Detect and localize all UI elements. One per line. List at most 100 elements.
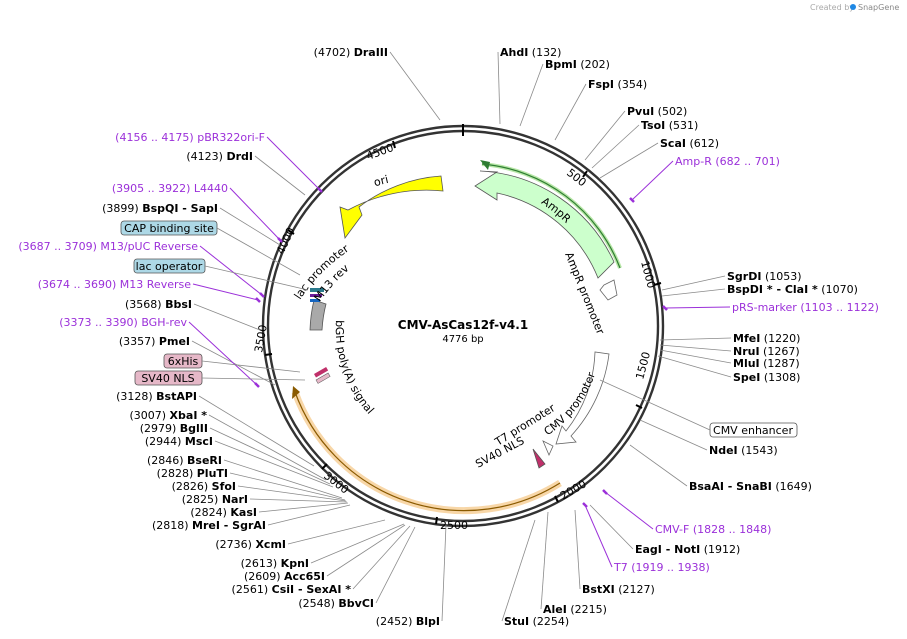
m13-rev-feature[interactable] [310,294,322,297]
site-label-15[interactable]: EagI - NotI (1912) [635,543,740,556]
site-leader-12 [657,355,732,378]
primer-label-3[interactable]: (3905 .. 3922) L4440 [112,182,228,195]
site-label-8[interactable]: BspDI * - ClaI * (1070) [727,283,858,296]
site-label-31[interactable]: (2944) MscI [145,435,213,448]
site-position: (2452) [376,615,416,628]
site-label-33[interactable]: (3007) XbaI * [129,409,207,422]
tick-label-4500: 4500 [365,141,396,163]
site-label-14[interactable]: BsaAI - SnaBI (1649) [689,480,812,493]
site-label-25[interactable]: (2818) MreI - SgrAI [152,519,266,532]
site-leader-10 [659,344,732,352]
primer-mark-8 [582,502,588,508]
cmv-promoter-feature[interactable] [555,351,610,445]
site-label-23[interactable]: (2613) KpnI [241,557,309,570]
site-name: MreI - SgrAI [192,519,266,532]
ori-feature[interactable] [339,175,444,240]
site-label-2[interactable]: BpmI (202) [545,58,610,71]
site-label-11[interactable]: MluI (1287) [733,357,800,370]
site-label-22[interactable]: (2609) Acc65I [244,570,325,583]
site-label-16[interactable]: BstXI (2127) [582,583,655,596]
site-position: (2979) [140,422,180,435]
sv40-nls-small-feature[interactable] [315,372,331,384]
site-label-0[interactable]: (4702) DraIII [314,46,388,59]
bgh-polya-feature[interactable] [309,299,327,331]
primer-leader-1 [631,160,674,201]
site-leader-8 [661,288,726,297]
cap-binding-site-label: CAP binding site [124,222,214,235]
site-label-34[interactable]: (3128) BstAPI [116,390,197,403]
site-label-26[interactable]: (2824) KasI [190,506,257,519]
site-position: (2825) [182,493,222,506]
site-label-27[interactable]: (2825) NarI [182,493,248,506]
site-label-35[interactable]: (3357) PmeI [119,335,190,348]
site-position: (1070) [818,283,858,296]
ampr-feature[interactable] [474,170,615,279]
primer-mark-2 [662,305,668,311]
site-position: (531) [665,119,698,132]
ori-label: ori [372,173,389,189]
site-label-29[interactable]: (2828) PluTI [157,467,228,480]
lac-operator-label: lac operator [136,260,203,273]
site-position: (2254) [529,615,569,628]
primer-label-8[interactable]: T7 (1919 .. 1938) [613,561,710,574]
site-position: (202) [577,58,610,71]
site-name: ScaI [660,137,686,150]
site-leader-5 [591,124,640,169]
primer-label-2[interactable]: pRS-marker (1103 .. 1122) [732,301,879,314]
primer-label-0[interactable]: (4156 .. 4175) pBR322ori-F [115,131,265,144]
site-position: (2609) [244,570,284,583]
primer-label-4[interactable]: (3687 .. 3709) M13/pUC Reverse [18,240,198,253]
site-position: (3357) [119,335,159,348]
his-tag-feature[interactable] [314,367,329,378]
primer-label-6[interactable]: (3373 .. 3390) BGH-rev [59,316,187,329]
primer-label-1[interactable]: Amp-R (682 .. 701) [675,155,780,168]
site-label-32[interactable]: (2979) BglII [140,422,208,435]
cap-site-feature[interactable] [310,299,320,302]
site-label-9[interactable]: MfeI (1220) [733,332,800,345]
site-label-1[interactable]: AhdI (132) [500,46,561,59]
ampr-promoter-feature[interactable] [599,279,618,301]
primer-label-5[interactable]: (3674 .. 3690) M13 Reverse [38,278,191,291]
lac-operator-feature[interactable] [310,288,324,292]
site-label-18[interactable]: StuI (2254) [504,615,569,628]
site-label-24[interactable]: (2736) XcmI [215,538,286,551]
site-name: PvuI [627,105,654,118]
site-label-6[interactable]: ScaI (612) [660,137,719,150]
site-label-36[interactable]: (3568) BbsI [125,298,192,311]
site-leader-31 [214,440,334,488]
site-label-20[interactable]: (2548) BbvCI [298,597,374,610]
site-name: MscI [185,435,213,448]
sv40-nls-feature[interactable] [532,448,546,469]
site-label-12[interactable]: SpeI (1308) [733,371,800,384]
primer-leader-5 [192,283,259,301]
site-label-4[interactable]: PvuI (502) [627,105,687,118]
site-label-28[interactable]: (2826) SfoI [172,480,236,493]
site-name: TsoI [641,119,665,132]
cds-feature[interactable] [294,391,561,512]
site-label-3[interactable]: FspI (354) [588,78,647,91]
site-name: DrdI [226,150,253,163]
site-position: (2846) [147,454,187,467]
site-label-30[interactable]: (2846) BseRI [147,454,222,467]
tick-label-3500: 3500 [252,324,270,354]
site-label-21[interactable]: (2561) CsiI - SexAI * [232,583,352,596]
site-label-19[interactable]: (2452) BlpI [376,615,440,628]
site-label-38[interactable]: (4123) DrdI [186,150,253,163]
site-leader-1 [497,51,501,125]
t7-promoter-feature[interactable] [542,440,554,456]
site-position: (2561) [232,583,272,596]
site-leader-25 [267,504,351,526]
site-label-5[interactable]: TsoI (531) [641,119,698,132]
site-label-37[interactable]: (3899) BspQI - SapI [102,202,218,215]
site-label-10[interactable]: NruI (1267) [733,345,800,358]
site-label-13[interactable]: NdeI (1543) [709,444,778,457]
primer-leader-7 [604,491,654,530]
tick-label-4000: 4000 [274,225,298,256]
site-position: (1308) [760,371,800,384]
site-leader-11 [659,349,732,364]
primer-label-7[interactable]: CMV-F (1828 .. 1848) [655,523,771,536]
site-label-17[interactable]: AleI (2215) [543,603,607,616]
site-label-7[interactable]: SgrDI (1053) [727,270,802,283]
